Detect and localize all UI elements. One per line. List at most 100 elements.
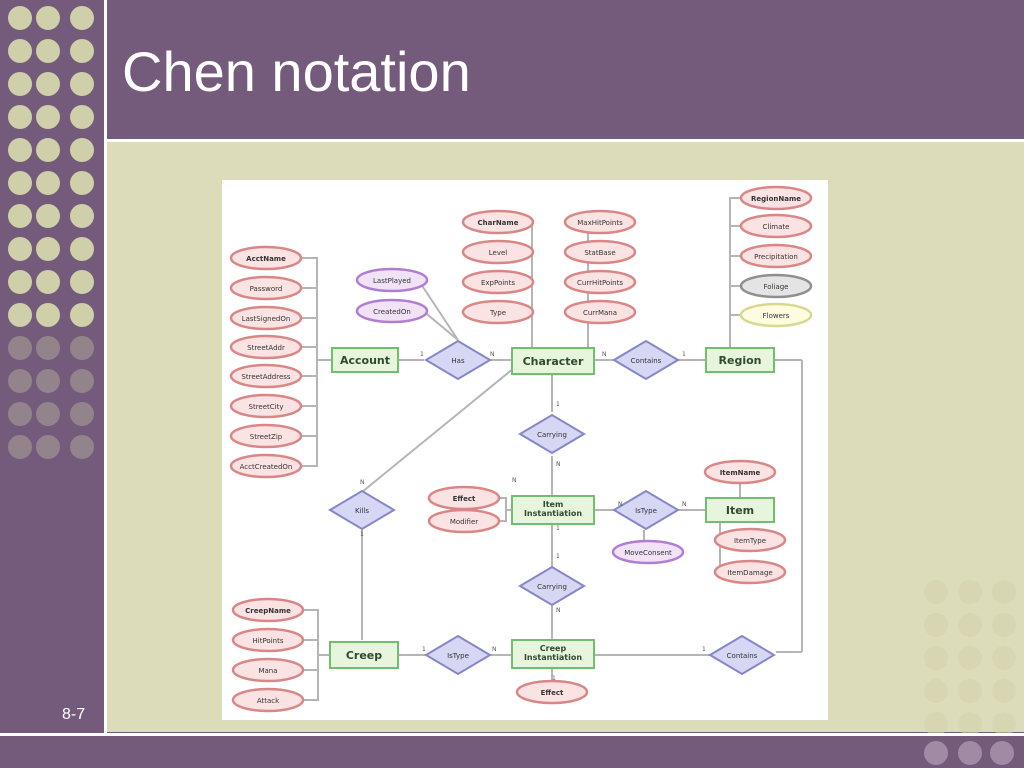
divider-horizontal [104,139,1024,142]
decor-dot [36,336,60,360]
relationship-contains_b: Contains [708,634,776,676]
cardinality-label: N [556,607,561,614]
attribute-oval-shape [229,305,303,331]
decor-dot [924,613,948,637]
attribute-label: Attack [257,697,280,705]
footer-dot [990,741,1014,765]
attribute-oval: Foliage [739,273,813,299]
cardinality-label: N [618,501,623,508]
attribute-label: Mana [258,667,277,675]
cardinality-label: N [490,351,495,358]
attribute-oval-shape [461,269,535,295]
attribute-oval: LastPlayed [355,267,429,293]
attribute-label: Precipitation [754,253,798,261]
attribute-oval-shape [427,508,501,534]
cardinality-label: 1 [556,553,560,560]
decor-dot [8,270,32,294]
attribute-oval-shape [713,559,787,585]
decor-dot [36,138,60,162]
page-number: 8-7 [62,706,86,723]
cardinality-label: N [556,461,561,468]
decor-dot [992,580,1016,604]
attribute-label: Modifier [450,518,478,526]
relationship-label: Contains [631,357,662,365]
cardinality-label: 1 [682,351,686,358]
attribute-label: Flowers [763,312,790,320]
slide-title: Chen notation [122,40,471,103]
decor-dot [36,435,60,459]
attribute-oval: ItemName [703,459,777,485]
decor-dot [8,72,32,96]
footer-dot [958,741,982,765]
decor-dot [8,105,32,129]
relationship-has: Has [424,339,492,381]
entity-box [331,347,399,373]
attribute-oval: MaxHitPoints [563,209,637,235]
attribute-oval: CharName [461,209,535,235]
decor-dot [36,369,60,393]
attribute-oval-shape [229,334,303,360]
relationship-diamond [612,339,680,381]
relationship-diamond [328,489,396,531]
decor-dot [8,237,32,261]
attribute-oval-shape [739,243,813,269]
attribute-oval: StreetZip [229,423,303,449]
attribute-oval: Climate [739,213,813,239]
attribute-oval-shape [229,275,303,301]
decor-dot [8,39,32,63]
decor-dot [924,679,948,703]
decor-dot [924,712,948,736]
attribute-ovals: AcctNamePasswordLastSignedOnStreetAddrSt… [229,185,813,713]
attribute-label: ItemDamage [727,569,772,577]
attribute-label: CharName [478,219,519,227]
decor-dot [70,138,94,162]
cardinality-label: 1 [420,351,424,358]
attribute-oval: Precipitation [739,243,813,269]
attribute-label: Climate [763,223,790,231]
decor-dot [992,712,1016,736]
attribute-label: Effect [541,689,564,697]
decor-dot [70,39,94,63]
attribute-oval-shape [231,627,305,653]
attribute-oval-shape [739,185,813,211]
attribute-oval: Effect [427,485,501,511]
attribute-oval-shape [231,597,305,623]
attribute-oval-shape [563,299,637,325]
attribute-oval-shape [563,209,637,235]
decor-dot [70,336,94,360]
entity-label: Instantiation [524,509,582,518]
entity-box [329,641,399,669]
decor-dot [70,303,94,327]
cardinality-label: N [512,477,517,484]
attribute-oval: ExpPoints [461,269,535,295]
relationship-label: Carrying [537,583,567,591]
decor-dot [8,6,32,30]
attribute-oval: AcctName [229,245,303,271]
attribute-label: Foliage [764,283,789,291]
attribute-oval-shape [739,273,813,299]
attribute-oval-shape [229,393,303,419]
relationship-label: Has [451,357,465,365]
decor-dot [8,171,32,195]
divider-vertical [104,0,107,735]
decor-dot [36,72,60,96]
decor-dot [36,105,60,129]
decorative-dots [0,0,104,460]
decor-dot [36,6,60,30]
attribute-label: Effect [453,495,476,503]
footer-divider [0,733,1024,736]
entity-item: Item [705,497,775,523]
attribute-oval-shape [515,679,589,705]
attribute-oval-shape [563,239,637,265]
attribute-label: ItemName [720,469,761,477]
decor-dot [8,369,32,393]
entity-box [511,495,595,525]
attribute-label: StreetAddr [247,344,285,352]
entity-region: Region [705,347,775,373]
attribute-label: AcctName [246,255,286,263]
decor-dot [958,646,982,670]
decor-dot [70,402,94,426]
